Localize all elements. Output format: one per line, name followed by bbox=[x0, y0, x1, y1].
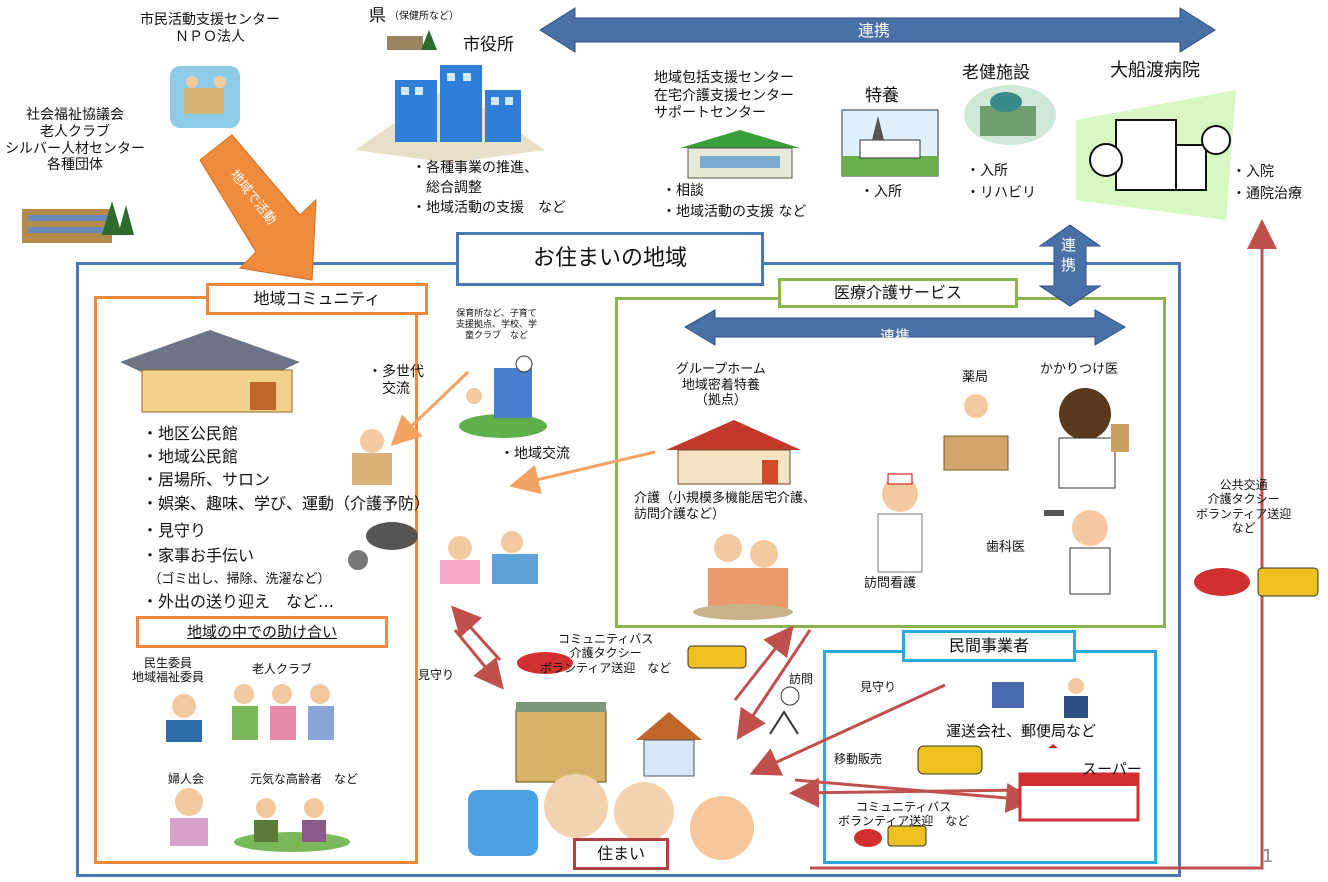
prefecture-label: 県 bbox=[369, 6, 386, 26]
bus-taxi-center-icon bbox=[517, 652, 573, 674]
dentist-label: 歯科医 bbox=[986, 540, 1026, 555]
npo-office-icon bbox=[170, 66, 240, 128]
pharmacy-illustration bbox=[943, 394, 1009, 471]
dentist-illustration bbox=[1044, 510, 1111, 595]
public-transport-vehicles-icon bbox=[1194, 567, 1319, 597]
local-exchange-label: ・地域交流 bbox=[500, 446, 570, 462]
center-bus-label: コミュニティバス 介護タクシー ボランティア送迎 など bbox=[540, 632, 672, 675]
home-title: 住まい bbox=[573, 838, 669, 870]
fujinkai-label: 婦人会 bbox=[168, 772, 205, 786]
city-hall-label: 市役所 bbox=[463, 35, 514, 55]
kaigo-illustration bbox=[693, 534, 793, 620]
nursing-label: 訪問看護 bbox=[864, 576, 917, 591]
elders-illustration bbox=[352, 429, 392, 485]
community-item-4: ・娯楽、趣味、学び、運動（介護予防） bbox=[142, 494, 431, 513]
city-hall-item-1: ・各種事業の推進、 bbox=[412, 160, 538, 176]
postman-icon bbox=[1064, 678, 1088, 718]
prefecture-building-icon bbox=[387, 30, 437, 50]
public-transport-label: 公共交通 介護タクシー ボランティア送迎 など bbox=[1196, 478, 1292, 536]
roujin-club-label: 老人クラブ bbox=[252, 662, 313, 676]
private-title: 民間事業者 bbox=[902, 630, 1076, 662]
fujinkai-illustration bbox=[170, 788, 208, 846]
bus-center-icon bbox=[687, 645, 747, 669]
tokuyo-label: 特養 bbox=[865, 86, 899, 106]
city-hall-item-2: 総合調整 bbox=[412, 180, 482, 196]
group-home-icon bbox=[666, 420, 801, 485]
residents-illustration bbox=[468, 774, 754, 860]
pharmacy-label: 薬局 bbox=[962, 370, 989, 385]
hobby-illustration bbox=[348, 522, 538, 584]
school-buildings-icon bbox=[22, 201, 134, 243]
helpers-illustration bbox=[232, 684, 334, 740]
city-hall-item-3: ・地域活動の支援 など bbox=[412, 200, 566, 216]
city-hall-icon bbox=[355, 65, 545, 163]
community-item-1: ・地区公民館 bbox=[142, 424, 239, 443]
community-item-7: （ゴミ出し、掃除、洗濯など） bbox=[142, 572, 331, 587]
super-label: スーパー bbox=[1082, 760, 1142, 778]
support-center-icon bbox=[680, 130, 800, 179]
medical-renkei-label: 連携 bbox=[880, 327, 911, 345]
transport-label: 運送会社、郵便局など bbox=[946, 722, 1097, 740]
community-item-3: ・居場所、サロン bbox=[142, 470, 271, 489]
doctor-illustration bbox=[1058, 388, 1129, 489]
hospital-item-2: ・通院治療 bbox=[1232, 186, 1302, 202]
mutual-help-title: 地域の中での助け合い bbox=[136, 616, 388, 648]
community-hall-icon bbox=[120, 330, 300, 413]
childcare-label: 保育所など、子育て 支援拠点、学校、学 童クラブ など bbox=[456, 309, 538, 341]
roken-building-icon bbox=[964, 85, 1056, 145]
supermarket-icon bbox=[1018, 744, 1140, 822]
hospital-label: 大船渡病院 bbox=[1110, 60, 1200, 81]
roken-item-2: ・リハビリ bbox=[966, 185, 1036, 201]
private-mimamori-label: 見守り bbox=[860, 680, 897, 694]
support-center-names: 地域包括支援センター 在宅介護支援センター サポートセンター bbox=[654, 70, 794, 121]
multigen-label: ・多世代 交流 bbox=[368, 364, 424, 397]
hospital-icon bbox=[1076, 90, 1236, 220]
prefecture-note: （保健所など） bbox=[389, 11, 459, 22]
community-item-6: ・家事お手伝い bbox=[142, 546, 255, 565]
community-item-5: ・見守り bbox=[142, 521, 207, 540]
support-center-item-2: ・地域活動の支援 など bbox=[662, 204, 807, 220]
doctor-label: かかりつけ医 bbox=[1040, 362, 1119, 377]
tokuyo-item-1: ・入所 bbox=[860, 184, 902, 200]
bus-private-icon bbox=[854, 825, 927, 847]
private-bus-label: コミュニティバス ボランティア送迎 など bbox=[838, 800, 970, 829]
houmon-label: 訪問 bbox=[789, 672, 814, 686]
mobile-sales-van-icon bbox=[917, 745, 983, 775]
hospital-item-1: ・入院 bbox=[1232, 164, 1274, 180]
community-item-8: ・外出の送り迎え など… bbox=[142, 592, 335, 611]
renkei-vertical-label: 連 携 bbox=[1061, 236, 1077, 274]
apartment-icon bbox=[515, 702, 607, 783]
delivery-truck-icon bbox=[992, 682, 1024, 708]
tokuyo-building-icon bbox=[841, 109, 939, 177]
nurse-illustration bbox=[877, 473, 923, 573]
roken-label: 老健施設 bbox=[962, 63, 1030, 83]
kaigo-label: 介護（小規模多機能居宅介護、 訪問介護など） bbox=[634, 491, 817, 522]
house-icon bbox=[636, 712, 702, 777]
genki-elders-illustration bbox=[234, 798, 350, 852]
mobile-sales-label: 移動販売 bbox=[834, 752, 883, 766]
minsei-label: 民生委員 地域福祉委員 bbox=[132, 656, 205, 685]
groups-label: 社会福祉協議会 老人クラブ シルバー人材センター 各種団体 bbox=[5, 107, 145, 174]
group-home-label: グループホーム 地域密着特養 （拠点） bbox=[676, 362, 766, 409]
community-item-2: ・地域公民館 bbox=[142, 447, 239, 466]
minsei-illustration bbox=[166, 694, 202, 742]
school-playground-icon bbox=[459, 355, 547, 438]
genki-label: 元気な高齢者 など bbox=[250, 772, 359, 786]
roken-item-1: ・入所 bbox=[966, 163, 1008, 179]
center-mimamori-label: 見守り bbox=[418, 668, 455, 682]
medical-title: 医療介護サービス bbox=[778, 278, 1018, 308]
page-number: 1 bbox=[1262, 846, 1274, 867]
community-title: 地域コミュニティ bbox=[206, 283, 428, 315]
renkei-top-label: 連携 bbox=[858, 21, 891, 40]
region-title: お住まいの地域 bbox=[456, 232, 764, 286]
visit-runner-icon bbox=[769, 686, 800, 735]
support-center-item-1: ・相談 bbox=[662, 183, 704, 199]
npo-label: 市民活動支援センター ＮＰＯ法人 bbox=[140, 12, 280, 45]
